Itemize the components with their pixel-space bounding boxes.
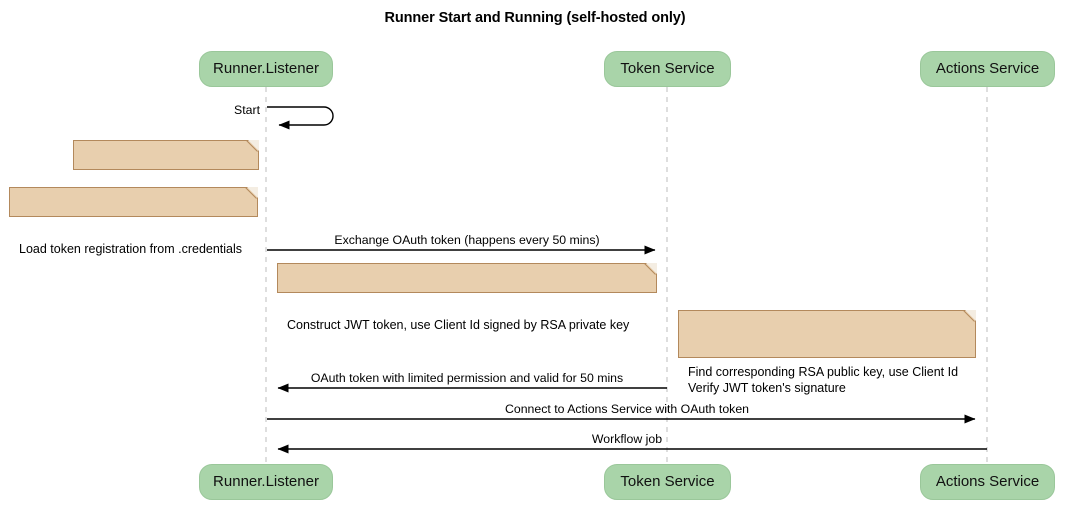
note-fold-edge-icon (962, 310, 976, 324)
participant-runner-top[interactable]: Runner.Listener (199, 51, 333, 87)
note-load-config-info: Load config info from .runner (73, 140, 259, 209)
message-label-exchange-oauth-token: Exchange OAuth token (happens every 50 m… (334, 233, 600, 247)
note-fold-edge-icon (643, 263, 657, 277)
message-label-connect-to-actions-service: Connect to Actions Service with OAuth to… (504, 402, 750, 416)
participant-actions-top[interactable]: Actions Service (920, 51, 1055, 87)
message-arrow-start (267, 106, 334, 130)
participant-token-top[interactable]: Token Service (604, 51, 731, 87)
note-fold-edge-icon (245, 140, 259, 154)
participant-label: Runner.Listener (213, 60, 319, 77)
note-text: Find corresponding RSA public key, use C… (688, 365, 959, 395)
participant-token-bottom[interactable]: Token Service (604, 464, 731, 500)
participant-label: Token Service (620, 473, 715, 490)
note-text: Load token registration from .credential… (19, 242, 243, 256)
note-verify-jwt-token: Find corresponding RSA public key, use C… (678, 310, 976, 395)
participant-actions-bottom[interactable]: Actions Service (920, 464, 1055, 500)
page-title: Runner Start and Running (self-hosted on… (384, 10, 686, 26)
message-label-start: Start (234, 103, 260, 117)
participant-runner-bottom[interactable]: Runner.Listener (199, 464, 333, 500)
message-label-workflow-job: Workflow job (591, 432, 663, 446)
note-construct-jwt-token: Construct JWT token, use Client Id signe… (277, 263, 657, 332)
note-fold-edge-icon (244, 187, 258, 201)
participant-label: Actions Service (935, 473, 1040, 490)
note-text: Construct JWT token, use Client Id signe… (287, 318, 630, 332)
participant-label: Token Service (620, 60, 715, 77)
participant-label: Actions Service (935, 60, 1040, 77)
message-label-oauth-token-reply: OAuth token with limited permission and … (310, 371, 624, 385)
note-load-token-registration: Load token registration from .credential… (9, 187, 258, 256)
participant-label: Runner.Listener (213, 473, 319, 490)
